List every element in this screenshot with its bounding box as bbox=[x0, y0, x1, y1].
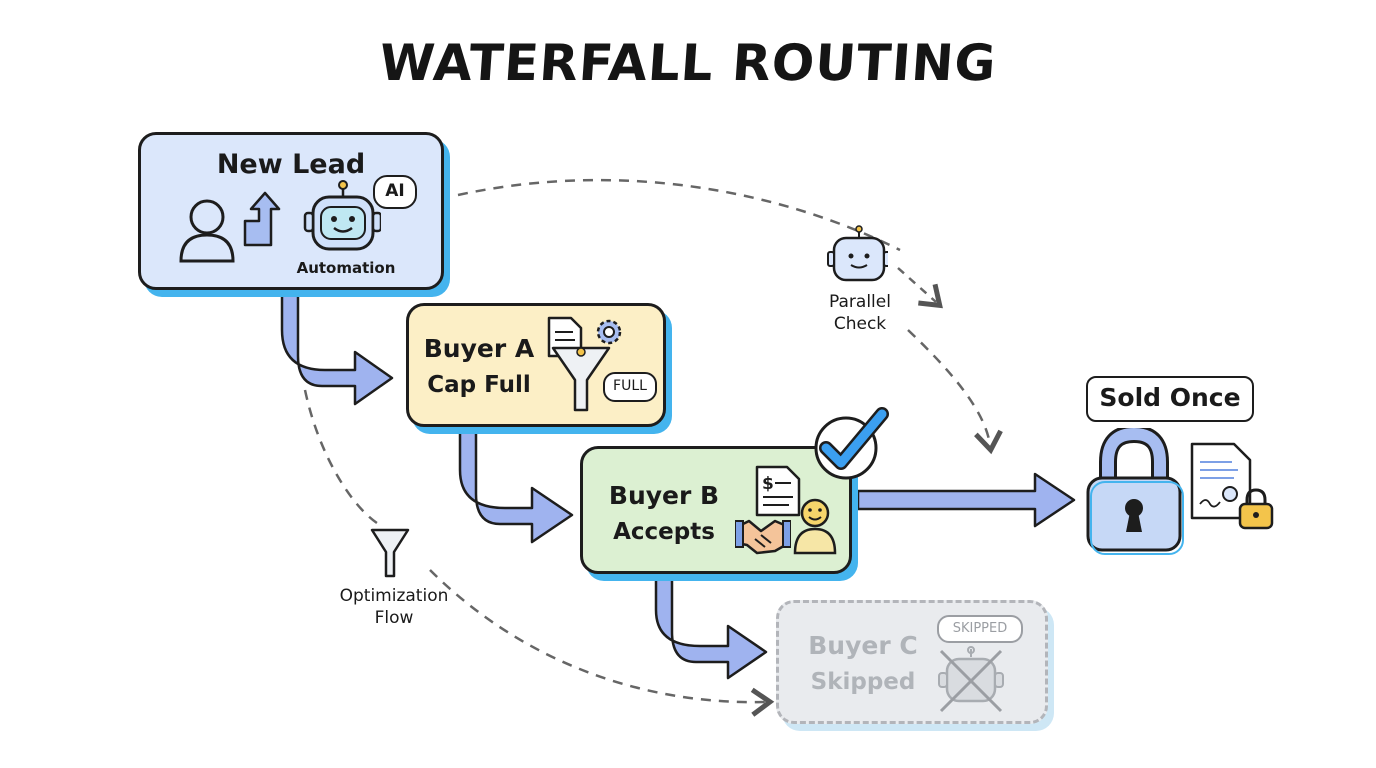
node-buyer-b-line1: Buyer B bbox=[608, 481, 720, 510]
node-buyer-c: Buyer C Skipped SKIPPED bbox=[776, 600, 1048, 724]
funnel-icon bbox=[551, 346, 611, 412]
node-buyer-c-line1: Buyer C bbox=[808, 631, 918, 660]
sold-once-label: Sold Once bbox=[1086, 376, 1254, 422]
optimization-flow-line1: Optimization bbox=[339, 586, 449, 606]
crossed-robot-icon bbox=[938, 646, 1004, 713]
gear-icon bbox=[596, 319, 622, 345]
node-new-lead-title: New Lead bbox=[216, 149, 366, 180]
flow-arrow-b-to-c bbox=[654, 573, 768, 680]
padlock-icon bbox=[1086, 428, 1184, 555]
dashed-connector-bottom bbox=[429, 569, 775, 717]
node-buyer-b: Buyer B Accepts $ bbox=[580, 446, 852, 574]
smiley-user-icon bbox=[793, 498, 837, 555]
flow-arrow-b-to-sold bbox=[856, 472, 1076, 528]
node-buyer-a-line1: Buyer A bbox=[423, 334, 535, 363]
robot-icon bbox=[303, 180, 381, 251]
parallel-check-line1: Parallel bbox=[829, 292, 891, 312]
invoice-icon: $ bbox=[755, 465, 801, 517]
node-buyer-b-line2: Accepts bbox=[613, 519, 715, 545]
dashed-connector-to-sold bbox=[907, 329, 1003, 455]
parallel-robot-icon bbox=[827, 225, 888, 282]
parallel-check-line2: Check bbox=[833, 314, 887, 334]
node-buyer-c-line2: Skipped bbox=[810, 669, 916, 695]
flow-arrow-lead-to-a bbox=[280, 288, 394, 406]
optimization-funnel-icon bbox=[370, 528, 410, 578]
user-icon bbox=[179, 199, 235, 263]
node-buyer-a-line2: Cap Full bbox=[427, 372, 531, 398]
small-lock-icon bbox=[1238, 488, 1274, 530]
up-arrow-icon bbox=[243, 191, 281, 247]
handshake-icon bbox=[735, 519, 791, 555]
node-buyer-a: Buyer A Cap Full FULL bbox=[406, 303, 666, 427]
checkmark-icon bbox=[814, 407, 889, 480]
flow-arrow-a-to-b bbox=[458, 428, 574, 544]
skipped-speech-bubble: SKIPPED bbox=[937, 615, 1023, 643]
node-new-lead: New Lead Automation AI bbox=[138, 132, 444, 290]
full-speech-bubble: FULL bbox=[603, 372, 657, 402]
dashed-connector-left bbox=[303, 389, 381, 527]
node-new-lead-caption: Automation bbox=[296, 259, 396, 277]
svg-text:$: $ bbox=[762, 474, 774, 494]
dashed-connector-top bbox=[457, 178, 901, 252]
ai-speech-bubble: AI bbox=[373, 175, 417, 209]
optimization-flow-line2: Flow bbox=[374, 608, 414, 628]
certificate-icon bbox=[1190, 442, 1252, 520]
